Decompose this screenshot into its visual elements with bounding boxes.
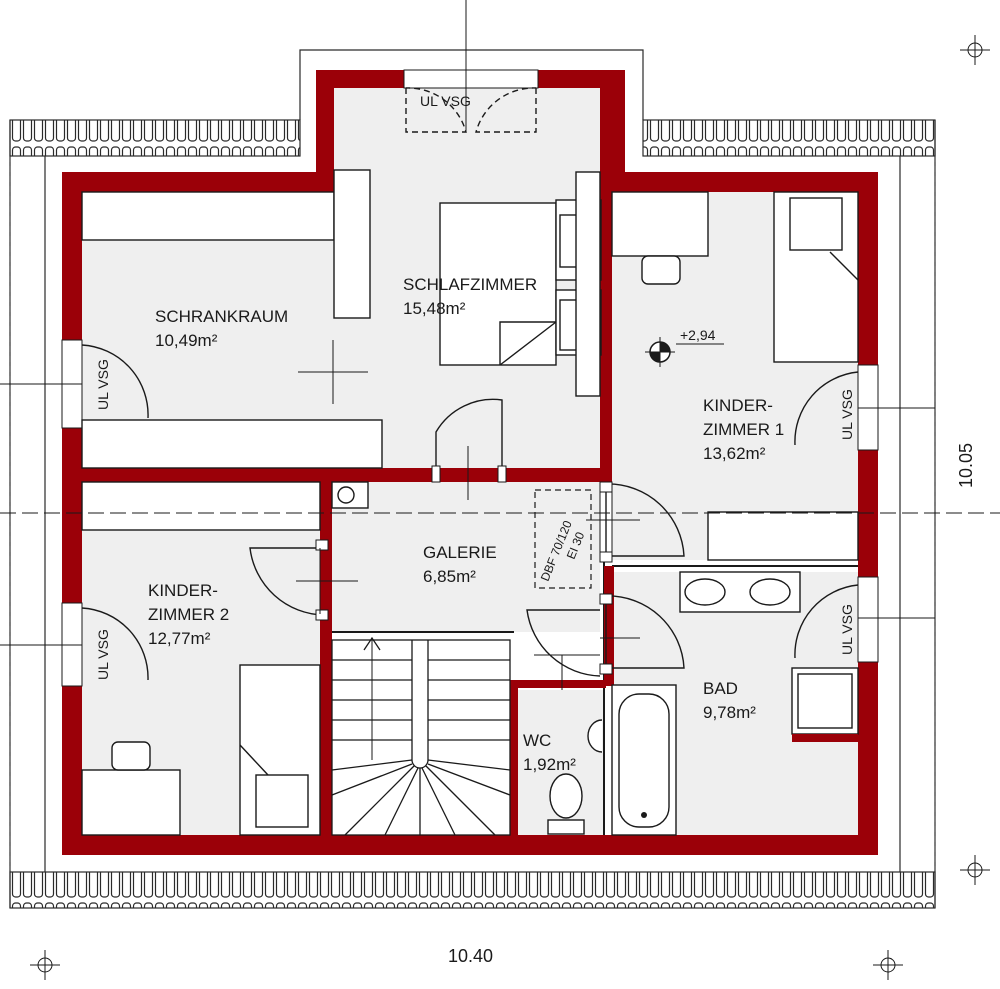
bad-name: BAD xyxy=(703,679,738,698)
kinderzimmer2-area: 12,77m² xyxy=(148,629,211,648)
wardrobe-schrankraum-top xyxy=(81,191,335,241)
shelf-kinderzimmer1 xyxy=(707,511,859,561)
door-bad xyxy=(605,595,685,669)
window-swing-left-lower xyxy=(81,607,149,681)
window-label-top: UL VSG xyxy=(420,93,471,109)
window-swing-right-upper xyxy=(794,371,859,446)
galerie-name: GALERIE xyxy=(423,543,497,562)
wc-area: 1,92m² xyxy=(523,755,576,774)
kinderzimmer2-name-line1: KINDER- xyxy=(148,581,218,600)
furniture xyxy=(81,169,859,836)
door-kinderzimmer2 xyxy=(249,547,325,616)
schlafzimmer-name: SCHLAFZIMMER xyxy=(403,275,537,294)
roof-tiles-top-left xyxy=(9,119,301,157)
dimension-depth: 10.05 xyxy=(956,443,976,488)
kinderzimmer1-name-line2: ZIMMER 1 xyxy=(703,420,784,439)
skylight-outline xyxy=(534,489,592,589)
schrankraum-name: SCHRANKRAUM xyxy=(155,307,288,326)
door-wc xyxy=(526,609,601,677)
survey-crosshairs xyxy=(30,35,990,980)
bad-area: 9,78m² xyxy=(703,703,756,722)
window-swing-top-right xyxy=(475,87,537,133)
dimension-width: 10.40 xyxy=(448,946,493,966)
wall-bedroom-right xyxy=(600,88,612,482)
window-label-right-upper: UL VSG xyxy=(839,389,855,440)
drain xyxy=(641,812,647,818)
schrankraum-area: 10,49m² xyxy=(155,331,218,350)
wall-bath-separator xyxy=(604,566,614,686)
kinderzimmer1-area: 13,62m² xyxy=(703,444,766,463)
desk-kinderzimmer2 xyxy=(81,769,181,836)
wall-wc-top xyxy=(510,680,606,688)
desk-kinderzimmer1 xyxy=(611,191,709,257)
wardrobe-schlafzimmer xyxy=(333,169,371,319)
window-label-left-upper: UL VSG xyxy=(95,359,111,410)
wardrobe-kinderzimmer2 xyxy=(81,481,321,531)
doors xyxy=(81,87,859,681)
roof-overhang-dashes xyxy=(9,156,936,870)
wc-name: WC xyxy=(523,731,551,750)
wc-sink xyxy=(587,719,603,753)
window-label-right-lower: UL VSG xyxy=(839,604,855,655)
shower-base-red xyxy=(792,734,858,742)
schlafzimmer-area: 15,48m² xyxy=(403,299,466,318)
staircase xyxy=(331,636,511,836)
wardrobe-schrankraum-bottom xyxy=(81,419,383,469)
window-swing-left-upper xyxy=(81,344,149,419)
roof-tiles-top-right xyxy=(642,119,936,157)
door-kinderzimmer1 xyxy=(605,483,685,557)
window-swing-right-lower xyxy=(794,584,859,659)
closet-right xyxy=(575,171,601,397)
galerie-area: 6,85m² xyxy=(423,567,476,586)
level-mark-text: +2,94 xyxy=(680,327,716,343)
toilet-bowl xyxy=(549,773,583,819)
level-marker-icon xyxy=(645,337,724,367)
wall-wc-left xyxy=(510,680,518,835)
window-label-left-lower: UL VSG xyxy=(95,629,111,680)
kinderzimmer1-name-line1: KINDER- xyxy=(703,396,773,415)
door-schlafzimmer xyxy=(435,398,503,468)
roof-tiles-bottom xyxy=(9,871,936,909)
wall-middle-horizontal xyxy=(82,468,612,482)
kinderzimmer2-name-line2: ZIMMER 2 xyxy=(148,605,229,624)
chair-kinderzimmer2 xyxy=(111,741,151,771)
door-hinges xyxy=(315,465,613,675)
wall-left-center xyxy=(320,482,332,835)
double-bed xyxy=(439,202,557,366)
chair-kinderzimmer1 xyxy=(641,255,681,285)
section-lines xyxy=(0,0,1000,690)
toilet-tank xyxy=(547,819,585,835)
